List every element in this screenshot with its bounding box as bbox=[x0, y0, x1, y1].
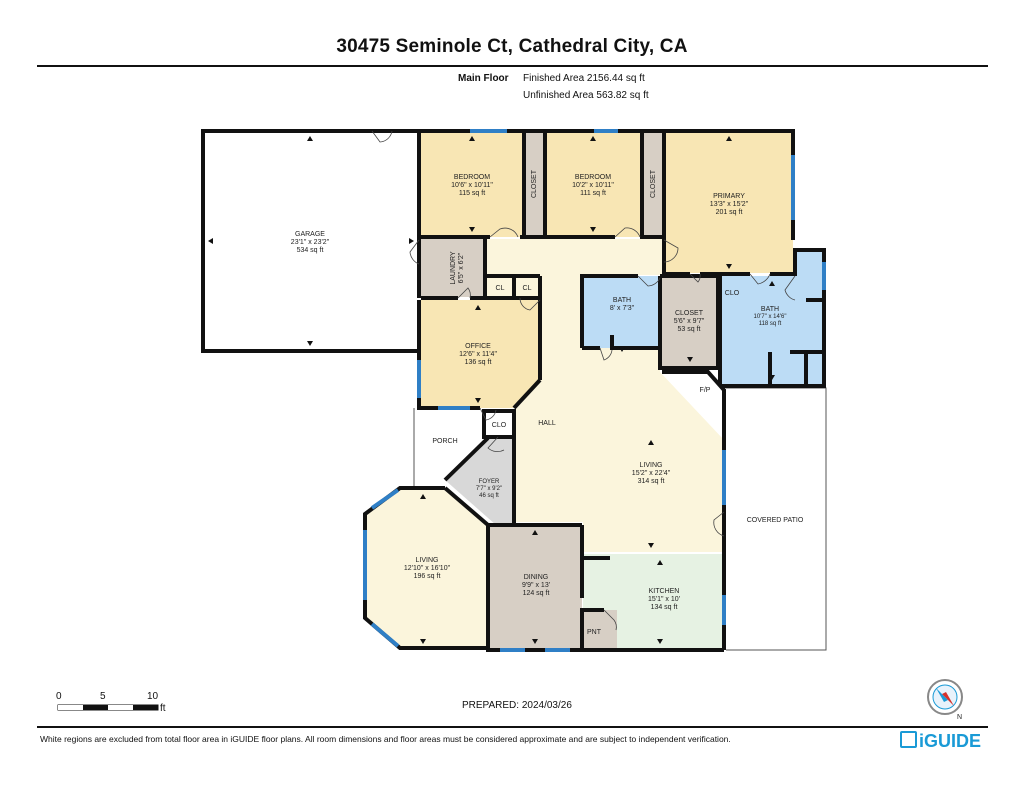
foyer-dims: 7'7" x 9'2" bbox=[476, 486, 502, 492]
laundry-fill bbox=[421, 239, 484, 297]
dining-dims: 9'9" x 13' bbox=[522, 582, 550, 589]
kitchen-name: KITCHEN bbox=[649, 588, 680, 595]
garage-area: 534 sq ft bbox=[297, 247, 324, 254]
bath2-area: 118 sq ft bbox=[759, 321, 782, 327]
dining-area: 124 sq ft bbox=[523, 590, 550, 597]
floor-name: Main Floor bbox=[458, 73, 509, 84]
garage-dims: 23'1" x 23'2" bbox=[291, 239, 330, 246]
iguide-logo-text: iGUIDE bbox=[919, 731, 982, 751]
bedroom2-area: 111 sq ft bbox=[580, 190, 606, 197]
laundry-dims: 6'5" x 6'2" bbox=[458, 252, 465, 283]
scale-label-10: 10 bbox=[147, 691, 159, 702]
compass-needle-south bbox=[936, 688, 948, 702]
living1-dims: 15'2" x 22'4" bbox=[632, 470, 671, 477]
closet3-area: 53 sq ft bbox=[678, 326, 701, 333]
scale-seg-2 bbox=[83, 705, 108, 710]
living-hall-fill bbox=[484, 239, 724, 552]
compass: N bbox=[927, 679, 963, 721]
bottom-divider bbox=[37, 726, 988, 728]
doors bbox=[371, 130, 796, 631]
fp-name: F/P bbox=[700, 387, 711, 394]
primary-fill bbox=[666, 131, 793, 273]
closet2-name: CLOSET bbox=[650, 169, 657, 198]
scale-seg-3 bbox=[108, 705, 133, 710]
cl1-name: CL bbox=[496, 285, 505, 292]
kitchen-area: 134 sq ft bbox=[651, 604, 678, 611]
cl2-name: CL bbox=[523, 285, 532, 292]
bedroom2-fill bbox=[545, 131, 642, 237]
closet3-dims: 5'6" x 9'7" bbox=[674, 318, 705, 325]
closet1-name: CLOSET bbox=[531, 169, 538, 198]
compass-needle-north bbox=[942, 692, 954, 706]
primary-name: PRIMARY bbox=[713, 193, 745, 200]
office-dims: 12'6" x 11'4" bbox=[459, 351, 497, 358]
page-title: 30475 Seminole Ct, Cathedral City, CA bbox=[336, 36, 688, 57]
foyer-fill bbox=[445, 438, 514, 525]
foyer-name: FOYER bbox=[479, 479, 500, 485]
primary-area: 201 sq ft bbox=[716, 209, 743, 216]
pantry-fill bbox=[583, 610, 617, 648]
living1-name: LIVING bbox=[640, 462, 663, 469]
bath1-dims: 8' x 7'3" bbox=[610, 305, 635, 312]
closet2-fill bbox=[642, 131, 664, 237]
living2-name: LIVING bbox=[416, 557, 439, 564]
living2-fill bbox=[365, 488, 488, 648]
clo1-name: CLO bbox=[725, 290, 740, 297]
bath2-dims: 10'7" x 14'6" bbox=[754, 314, 787, 320]
scale-bar bbox=[57, 704, 159, 711]
living2-dims: 12'10" x 16'10" bbox=[404, 565, 451, 572]
patio-name: COVERED PATIO bbox=[747, 517, 804, 524]
bedroom2-name: BEDROOM bbox=[575, 174, 611, 181]
prepared-date: PREPARED: 2024/03/26 bbox=[462, 700, 572, 711]
laundry-name: LAUNDRY bbox=[450, 251, 457, 285]
office-fill bbox=[421, 300, 540, 408]
dining-name: DINING bbox=[524, 574, 549, 581]
unfinished-area: Unfinished Area 563.82 sq ft bbox=[523, 90, 649, 101]
bedroom1-fill bbox=[421, 131, 524, 237]
closet3-name: CLOSET bbox=[675, 310, 704, 317]
footer-disclaimer: White regions are excluded from total fl… bbox=[40, 734, 731, 744]
scale-seg-1 bbox=[58, 705, 83, 710]
living2-area: 196 sq ft bbox=[414, 573, 441, 580]
room-fills bbox=[203, 131, 824, 648]
scale-label-5: 5 bbox=[100, 691, 106, 702]
scale-label-0: 0 bbox=[56, 691, 62, 702]
garage-fill bbox=[203, 131, 419, 351]
bedroom1-dims: 10'6" x 10'11" bbox=[451, 182, 493, 189]
clo2-name: CLO bbox=[492, 422, 507, 429]
bedroom1-name: BEDROOM bbox=[454, 174, 490, 181]
closet1-fill bbox=[524, 131, 545, 237]
porch-name: PORCH bbox=[432, 438, 457, 445]
top-divider bbox=[37, 65, 988, 67]
bath2-name: BATH bbox=[761, 306, 779, 313]
office-name: OFFICE bbox=[465, 343, 491, 350]
garage-name: GARAGE bbox=[295, 231, 325, 238]
pnt-name: PNT bbox=[587, 629, 602, 636]
scale-seg-4 bbox=[133, 705, 158, 710]
dining-fill bbox=[490, 525, 582, 648]
bedroom1-area: 115 sq ft bbox=[459, 190, 485, 197]
primary-dims: 13'3" x 15'2" bbox=[710, 201, 749, 208]
scale-unit: ft bbox=[160, 703, 166, 714]
bath1-fill bbox=[584, 276, 660, 348]
room-labels: GARAGE 23'1" x 23'2" 534 sq ft BEDROOM 1… bbox=[291, 169, 804, 636]
office-area: 136 sq ft bbox=[465, 359, 492, 366]
foyer-area: 46 sq ft bbox=[479, 493, 499, 499]
dimension-arrows bbox=[208, 136, 775, 644]
closet3-fill bbox=[662, 276, 716, 368]
finished-area: Finished Area 2156.44 sq ft bbox=[523, 73, 645, 84]
iguide-logo: iGUIDE bbox=[900, 731, 981, 752]
kitchen-dims: 15'1" x 10' bbox=[648, 596, 680, 603]
porch-outline bbox=[413, 408, 445, 488]
living1-area: 314 sq ft bbox=[638, 478, 665, 485]
bedroom2-dims: 10'2" x 10'11" bbox=[572, 182, 614, 189]
compass-north-label: N bbox=[957, 714, 962, 721]
windows bbox=[363, 129, 826, 652]
hall-name: HALL bbox=[538, 420, 556, 427]
iguide-logo-icon bbox=[900, 731, 917, 748]
bath1-name: BATH bbox=[613, 297, 631, 304]
